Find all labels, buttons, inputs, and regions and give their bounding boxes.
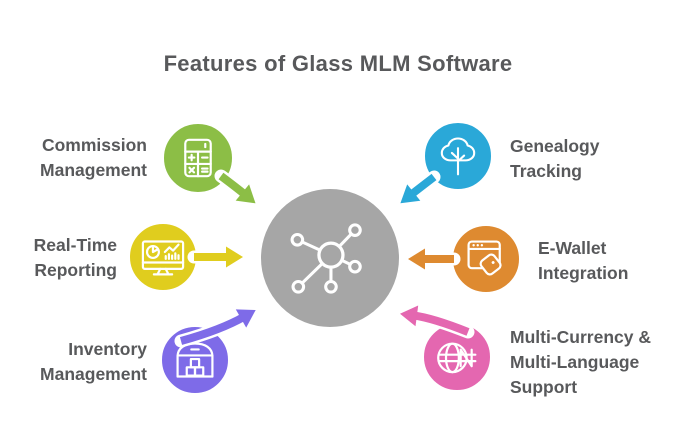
monitor-chart-icon <box>141 240 185 276</box>
label-line: Management <box>40 160 147 180</box>
commission-circle <box>161 121 235 195</box>
label-line: Genealogy <box>510 136 600 156</box>
ewallet-arrow <box>405 245 461 273</box>
label-line: Integration <box>538 263 629 283</box>
label-line: Management <box>40 364 147 384</box>
feature-label-commission: Commission Management <box>40 133 147 183</box>
feature-label-inventory: Inventory Management <box>40 337 147 387</box>
watermark-cover <box>12 416 138 444</box>
realtime-circle <box>127 221 199 293</box>
inventory-circle <box>159 324 231 396</box>
genealogy-circle <box>422 120 494 192</box>
realtime-arrow <box>187 243 246 271</box>
label-line: Tracking <box>510 161 582 181</box>
genealogy-arrow <box>397 170 441 207</box>
feature-label-multicurrency: Multi-Currency & Multi-Language Support <box>510 325 651 400</box>
globe-currency-icon <box>437 342 477 374</box>
label-line: Commission <box>41 135 147 155</box>
ewallet-circle <box>450 223 522 295</box>
calculator-icon <box>184 138 212 178</box>
page-title: Features of Glass MLM Software <box>163 51 513 76</box>
browser-wallet-icon <box>467 240 502 276</box>
label-line: E-Wallet <box>538 238 607 258</box>
feature-label-ewallet: E-Wallet Integration <box>538 236 628 286</box>
label-line: Real-Time <box>33 235 117 255</box>
label-line: Multi-Currency & <box>510 327 651 347</box>
multicurrency-circle <box>421 321 493 393</box>
warehouse-icon <box>176 342 214 378</box>
network-hub-icon <box>290 223 362 294</box>
feature-label-genealogy: Genealogy Tracking <box>510 134 599 184</box>
center-hub-circle <box>258 186 402 330</box>
label-line: Reporting <box>34 260 117 280</box>
label-line: Multi-Language <box>510 352 640 372</box>
label-line: Support <box>510 377 578 397</box>
label-line: Inventory <box>68 339 147 359</box>
tree-icon <box>440 137 476 176</box>
feature-label-realtime: Real-Time Reporting <box>34 233 117 283</box>
